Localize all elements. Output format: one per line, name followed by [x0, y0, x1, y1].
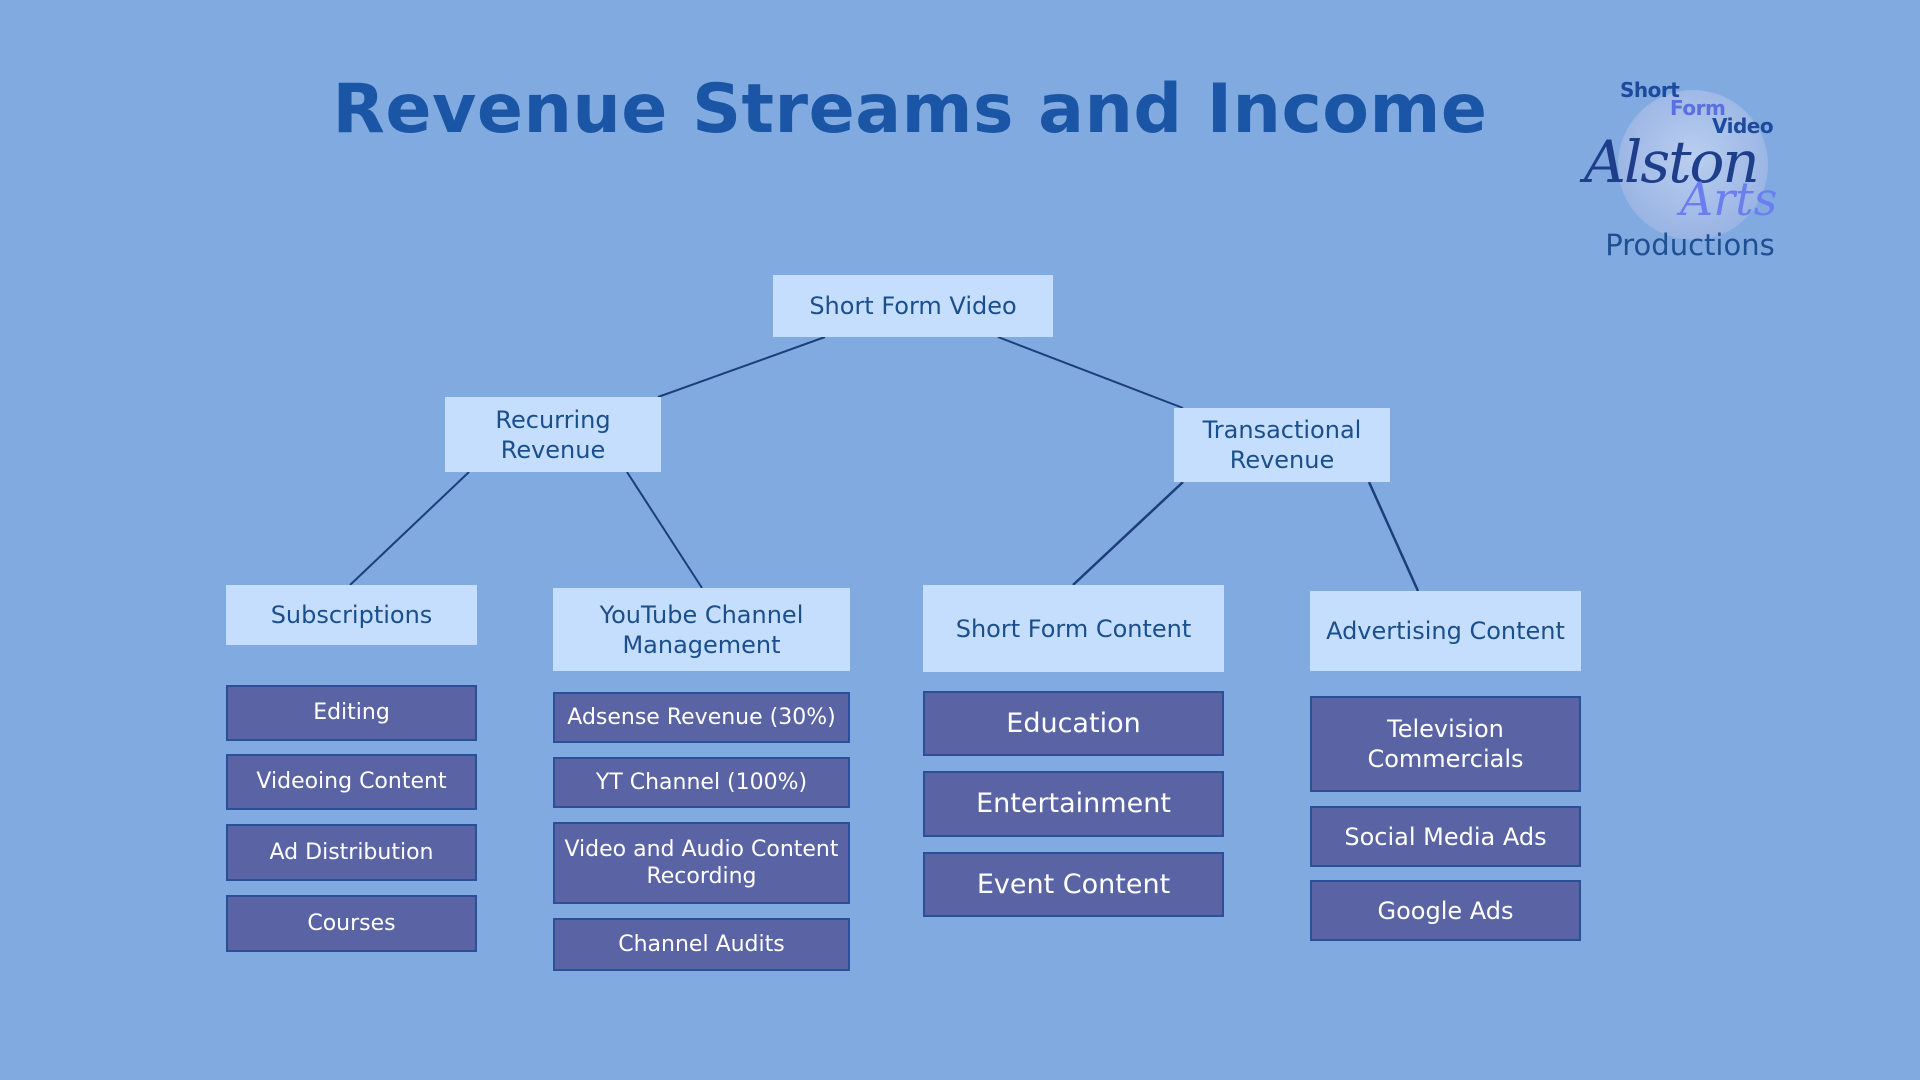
item-television-commercials: Television Commercials	[1310, 696, 1581, 792]
item-adsense-revenue: Adsense Revenue (30%)	[553, 692, 850, 743]
item-event-content: Event Content	[923, 852, 1224, 917]
edge-transactional-advertising	[1367, 481, 1420, 592]
page-title: Revenue Streams and Income	[332, 70, 1488, 149]
item-social-media-ads: Social Media Ads	[1310, 806, 1581, 867]
item-courses: Courses	[226, 895, 477, 952]
item-entertainment: Entertainment	[923, 771, 1224, 837]
item-ad-distribution: Ad Distribution	[226, 824, 477, 881]
edge-recurring-youtube	[626, 471, 703, 589]
edge-recurring-subscriptions	[349, 471, 470, 586]
node-recurring-revenue: Recurring Revenue	[445, 397, 661, 472]
item-channel-audits: Channel Audits	[553, 918, 850, 971]
logo-line-3: Video	[1712, 114, 1774, 138]
item-videoing-content: Videoing Content	[226, 754, 477, 810]
edge-root-recurring	[657, 336, 826, 398]
logo-subtitle: Productions	[1605, 228, 1775, 262]
company-logo: Short Form Video Alston Arts Productions	[1570, 70, 1790, 270]
logo-script-bottom: Arts	[1680, 172, 1778, 226]
edge-transactional-shortform	[1072, 481, 1184, 586]
node-youtube-channel-management: YouTube Channel Management	[553, 588, 850, 671]
aperture-icon	[1618, 90, 1768, 240]
item-yt-channel: YT Channel (100%)	[553, 757, 850, 808]
item-education: Education	[923, 691, 1224, 756]
logo-line-2: Form	[1670, 96, 1726, 120]
logo-script-top: Alston	[1584, 128, 1760, 196]
item-video-audio-recording: Video and Audio Content Recording	[553, 822, 850, 904]
node-advertising-content: Advertising Content	[1310, 591, 1581, 671]
node-transactional-revenue: Transactional Revenue	[1174, 408, 1390, 482]
edge-root-transactional	[997, 336, 1184, 409]
node-subscriptions: Subscriptions	[226, 585, 477, 645]
item-editing: Editing	[226, 685, 477, 741]
node-root: Short Form Video	[773, 275, 1053, 337]
node-short-form-content: Short Form Content	[923, 585, 1224, 672]
item-google-ads: Google Ads	[1310, 880, 1581, 941]
logo-line-1: Short	[1620, 78, 1680, 102]
